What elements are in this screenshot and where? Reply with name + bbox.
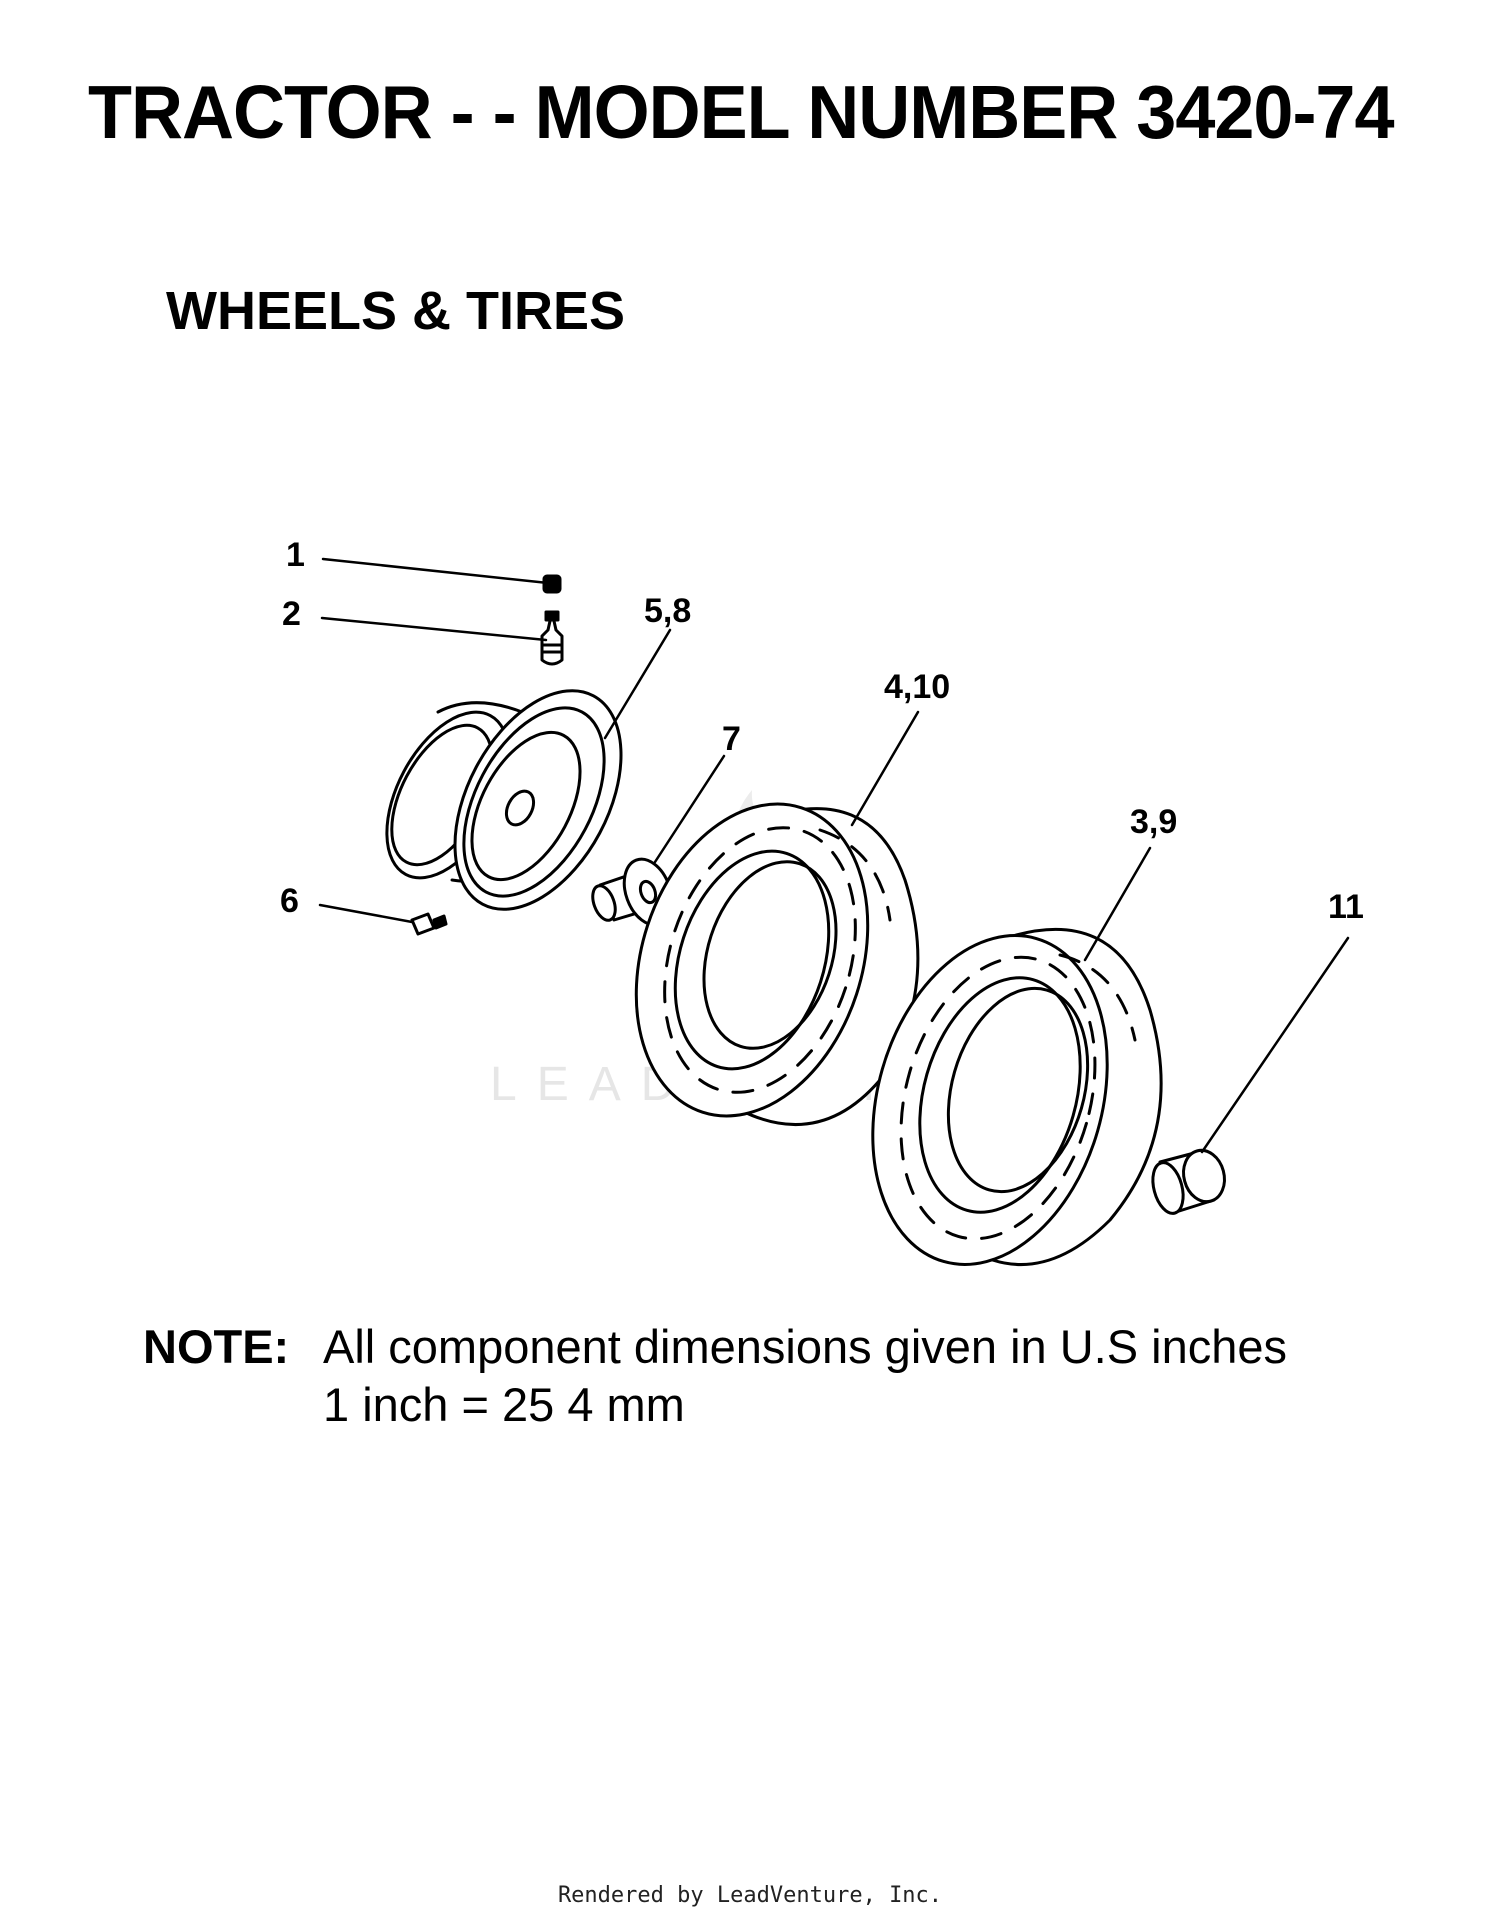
valve-stem-part-2 [540,610,564,666]
section-title: WHEELS & TIRES [166,281,626,341]
note: NOTE: All component dimensions given in … [143,1318,1287,1434]
footer-credit: Rendered by LeadVenture, Inc. [557,1883,943,1908]
leader-line-4-10 [850,710,920,827]
grease-fitting-part-6 [410,912,448,936]
callout-11: 11 [1328,888,1364,926]
wheel-rim-part-5-8 [385,689,623,911]
note-text: All component dimensions given in U.S in… [323,1318,1287,1434]
callout-6: 6 [280,882,299,920]
page-title: TRACTOR - - MODEL NUMBER 3420-74 [88,71,1395,155]
leader-line-5-8 [603,628,672,740]
callout-5-8: 5,8 [644,592,691,630]
callout-3-9: 3,9 [1130,803,1177,841]
leader-line-2 [320,616,548,642]
leader-line-11 [1200,936,1350,1154]
leader-lines [318,557,1350,1154]
callout-4-10: 4,10 [884,668,950,706]
tire-part-4-10 [634,802,920,1126]
leader-line-7 [653,754,726,864]
leader-line-1 [321,557,550,585]
note-label: NOTE: [143,1320,290,1373]
callout-7: 7 [722,720,741,758]
callout-1: 1 [286,536,305,574]
valve-cap-part-1 [542,574,562,594]
tire-part-3-9 [871,927,1163,1266]
hub-cap-part-11 [1151,1148,1226,1215]
callout-2: 2 [282,595,301,633]
note-line-1: All component dimensions given in U.S in… [323,1320,1288,1373]
leader-line-6 [318,903,414,924]
leader-line-3-9 [1083,846,1152,962]
note-line-2: 1 inch = 25 4 mm [323,1378,685,1431]
